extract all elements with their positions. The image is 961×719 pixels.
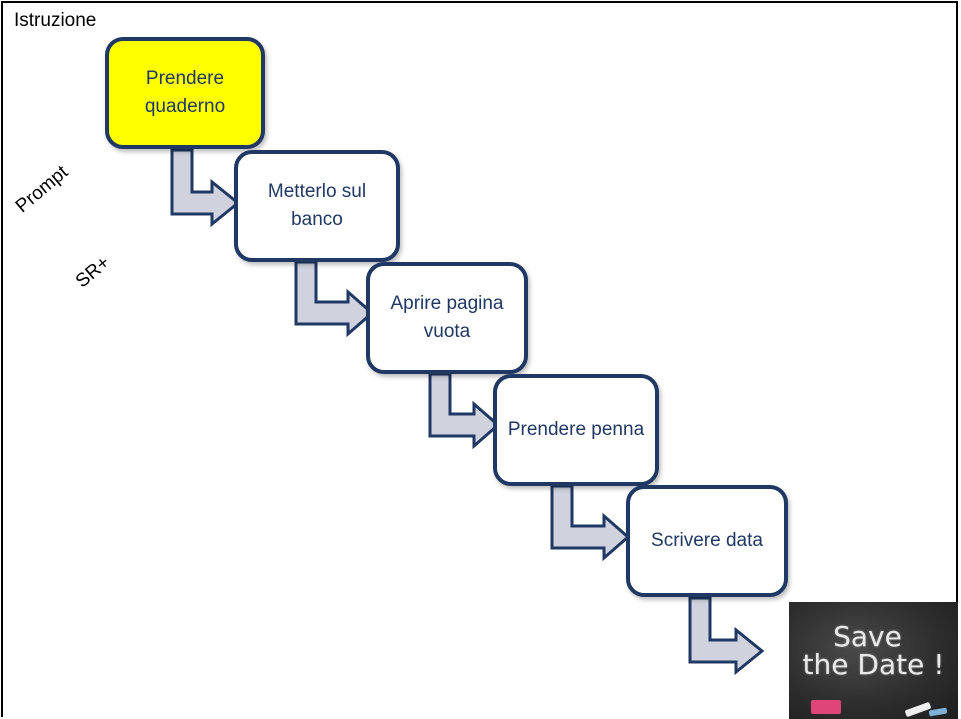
bent-arrow-2	[294, 260, 375, 338]
save-the-date-line2: the Date !	[802, 648, 945, 681]
chalk-stick-blue	[928, 707, 948, 717]
bent-arrow-4	[550, 484, 631, 562]
bent-arrow-1	[170, 148, 241, 228]
step-box-prendere-penna: Prendere penna	[493, 374, 659, 486]
bent-arrow-5	[688, 596, 765, 676]
step-box-scrivere-data: Scrivere data	[626, 485, 788, 597]
slide-title: Istruzione	[14, 10, 97, 31]
step-box-metterlo-sul-banco: Metterlo sul banco	[234, 150, 400, 262]
bent-arrow-3	[428, 372, 501, 450]
step-box-aprire-pagina-vuota: Aprire pagina vuota	[366, 262, 528, 374]
save-the-date-line1: Save	[833, 620, 902, 653]
chalk-stick	[904, 701, 932, 718]
eraser-shape	[811, 700, 841, 714]
save-the-date-image: Save the Date !	[789, 602, 958, 719]
step-box-prendere-quaderno: Prendere quaderno	[105, 37, 265, 149]
